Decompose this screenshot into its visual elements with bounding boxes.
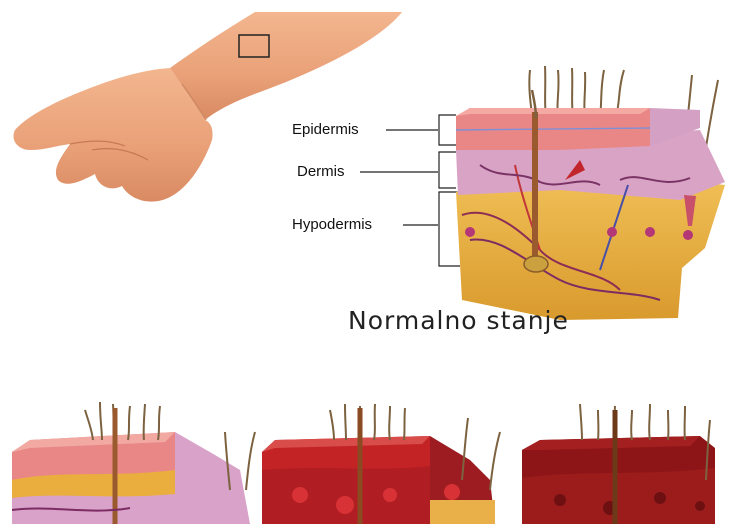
skin-block-stage-1 xyxy=(12,402,255,524)
label-hypodermis: Hypodermis xyxy=(292,216,372,233)
layer-brackets xyxy=(360,115,460,266)
skin-block-stage-2 xyxy=(262,404,500,524)
skin-cross-section-normal xyxy=(456,66,725,320)
hand xyxy=(13,68,212,202)
caption-normal-state: Normalno stanje xyxy=(348,306,569,335)
skin-block-stage-3 xyxy=(522,404,715,524)
label-epidermis: Epidermis xyxy=(292,121,359,138)
forearm xyxy=(170,12,402,120)
label-dermis: Dermis xyxy=(297,163,345,180)
